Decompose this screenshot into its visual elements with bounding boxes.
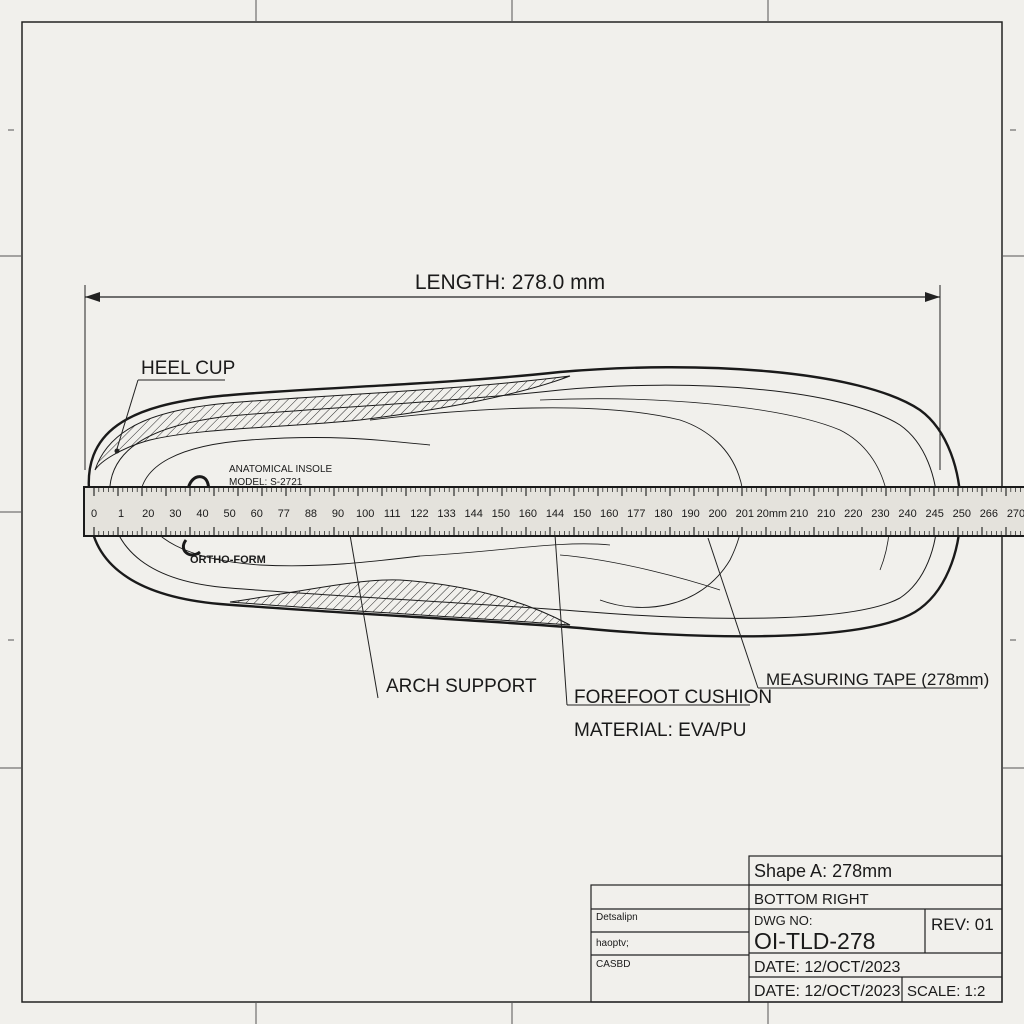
ruler-number: 270 — [1007, 508, 1024, 520]
ruler-number: 150 — [492, 508, 510, 520]
ruler-number: 266 — [980, 508, 998, 520]
ruler-number: 200 — [709, 508, 727, 520]
heel-cup-leader-dot — [114, 448, 120, 454]
date-text-1: DATE: 12/OCT/2023 — [754, 959, 901, 976]
ruler-number: 230 — [871, 508, 889, 520]
length-dimension — [84, 285, 941, 470]
ruler-number: 180 — [654, 508, 672, 520]
title-block — [590, 855, 1003, 1003]
dwg-number: OI-TLD-278 — [754, 928, 875, 954]
brand-name: ORTHO-FORM — [190, 554, 266, 566]
measuring-tape: 0 1 20 30 40 50 60 77 88 90 100 111 122 133 144 150 160 1… — [83, 486, 1024, 537]
ruler-number: 177 — [627, 508, 645, 520]
material-label: MATERIAL: EVA/PU — [574, 720, 746, 741]
ruler-number: 60 — [251, 508, 263, 520]
ruler-number: 220 — [844, 508, 862, 520]
forefoot-cushion-label: FOREFOOT CUSHION — [574, 687, 772, 708]
position-text: BOTTOM RIGHT — [754, 891, 869, 908]
ruler-number: 100 — [356, 508, 374, 520]
ruler-number: 30 — [169, 508, 181, 520]
ruler-number: 133 — [437, 508, 455, 520]
ruler-number: 160 — [600, 508, 618, 520]
ruler-number: 210 — [790, 508, 808, 520]
ruler-number: 40 — [196, 508, 208, 520]
ruler-number: 122 — [410, 508, 428, 520]
ruler-number: 88 — [305, 508, 317, 520]
ruler-numbers: 0 1 20 30 40 50 60 77 88 90 100 111 122 133 144 150 160 1… — [91, 508, 1024, 520]
ruler-number: 0 — [91, 508, 97, 520]
ruler-number: 20mm — [757, 508, 788, 520]
left-row-2: haoptv; — [596, 938, 629, 949]
ruler-number: 250 — [953, 508, 971, 520]
ruler-number: 240 — [898, 508, 916, 520]
ruler-number: 190 — [681, 508, 699, 520]
ruler-number: 144 — [464, 508, 482, 520]
arch-support-label: ARCH SUPPORT — [386, 676, 537, 697]
scale-text: SCALE: 1:2 — [907, 983, 985, 1000]
length-label: LENGTH: 278.0 mm — [415, 271, 605, 294]
date-text-2: DATE: 12/OCT/2023 — [754, 983, 901, 1000]
dwg-no-label: DWG NO: — [754, 913, 813, 928]
ruler-number: 90 — [332, 508, 344, 520]
ruler-number: 111 — [384, 508, 401, 520]
left-row-3: CASBD — [596, 959, 630, 970]
measuring-tape-label: MEASURING TAPE (278mm) — [766, 670, 989, 689]
shape-text: Shape A: 278mm — [754, 861, 892, 881]
insole-model: MODEL: S-2721 — [229, 477, 303, 488]
ruler-number: 245 — [925, 508, 943, 520]
ruler-number: 201 — [736, 508, 754, 520]
ruler-number: 160 — [519, 508, 537, 520]
rev-text: REV: 01 — [931, 915, 994, 934]
arch-support-hatch — [229, 579, 571, 626]
left-row-1: Detsalipn — [596, 912, 638, 923]
heel-cup-hatch — [94, 375, 571, 471]
leader-lines — [115, 379, 978, 706]
insole-name: ANATOMICAL INSOLE — [229, 464, 333, 475]
ruler-number: 20 — [142, 508, 154, 520]
ruler-number: 1 — [118, 508, 124, 520]
ruler-number: 50 — [223, 508, 235, 520]
ruler-number: 150 — [573, 508, 591, 520]
heel-cup-label: HEEL CUP — [141, 358, 235, 379]
ruler-number: 210 — [817, 508, 835, 520]
ruler-number: 77 — [278, 508, 290, 520]
ruler-ticks — [93, 488, 1021, 535]
ruler-number: 144 — [546, 508, 564, 520]
